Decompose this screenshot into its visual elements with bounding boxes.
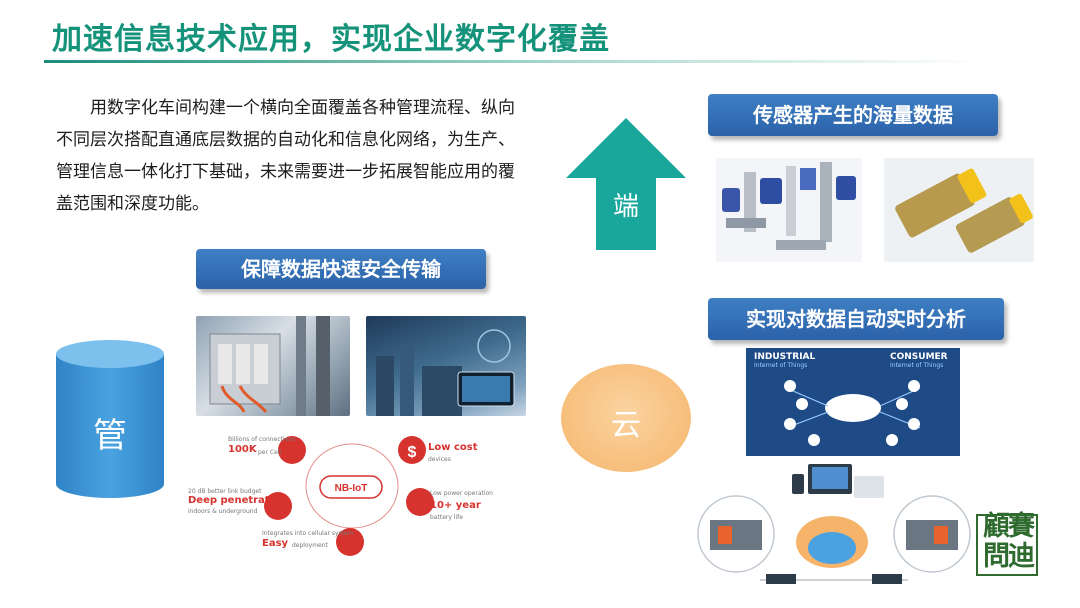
title-divider — [44, 60, 984, 63]
penetration-sub: indoors & underground — [188, 508, 258, 515]
consumer-iot-title: CONSUMER — [890, 352, 948, 362]
company-logo — [976, 514, 1038, 576]
logo-text: 顧賽問迪 — [983, 511, 1035, 572]
banner-transmit: 保障数据快速安全传输 — [196, 249, 486, 289]
power-caption: Low power operation — [430, 490, 493, 497]
consumer-iot-subtitle: Internet of Things — [890, 362, 944, 369]
deploy-sub: deployment — [292, 542, 328, 549]
connections-value: 100K — [228, 444, 257, 455]
industrial-iot-title: INDUSTRIAL — [754, 352, 816, 362]
page-title: 加速信息技术应用，实现企业数字化覆盖 — [52, 22, 610, 57]
up-arrow-icon — [566, 118, 686, 250]
iot-diagram-panel — [746, 348, 960, 456]
nbiot-center-label: NB-IoT — [335, 483, 368, 494]
cost-value: Low cost — [428, 442, 478, 453]
penetration-value: Deep penetration — [188, 495, 288, 506]
svg-text:$: $ — [408, 444, 417, 461]
proximity-sensors-image — [884, 158, 1034, 262]
deploy-value: Easy — [262, 538, 289, 549]
connections-unit: per Cell — [258, 449, 282, 456]
electrical-panel-image — [196, 316, 350, 416]
power-sub: battery life — [430, 514, 463, 521]
cylinder-shape — [56, 340, 164, 498]
penetration-caption: 20 dB better link budget — [188, 488, 262, 495]
network-diagram-image — [696, 464, 972, 596]
connections-caption: Billions of connections — [228, 436, 296, 443]
cloud-label: 云 — [611, 408, 641, 443]
power-value: 10+ year — [430, 500, 481, 511]
sensor-devices-image — [716, 158, 862, 262]
industrial-iot-subtitle: Internet of Things — [754, 362, 808, 369]
industrial-plant-image — [366, 316, 526, 416]
cloud-ellipse — [561, 364, 691, 472]
arrow-label: 端 — [612, 192, 639, 222]
deploy-caption: Integrates into cellular system — [262, 530, 354, 537]
banner-analysis: 实现对数据自动实时分析 — [708, 298, 1004, 340]
nbiot-infographic: NB-IoT $ Billions of connections 100K pe… — [188, 424, 506, 564]
cost-caption: devices — [428, 456, 451, 463]
intro-paragraph: 用数字化车间构建一个横向全面覆盖各种管理流程、纵向不同层次搭配直通底层数据的自动… — [56, 98, 515, 214]
cylinder-label: 管 — [93, 416, 127, 456]
banner-sensor: 传感器产生的海量数据 — [708, 94, 998, 136]
intro-text-block: 用数字化车间构建一个横向全面覆盖各种管理流程、纵向不同层次搭配直通底层数据的自动… — [56, 92, 516, 220]
